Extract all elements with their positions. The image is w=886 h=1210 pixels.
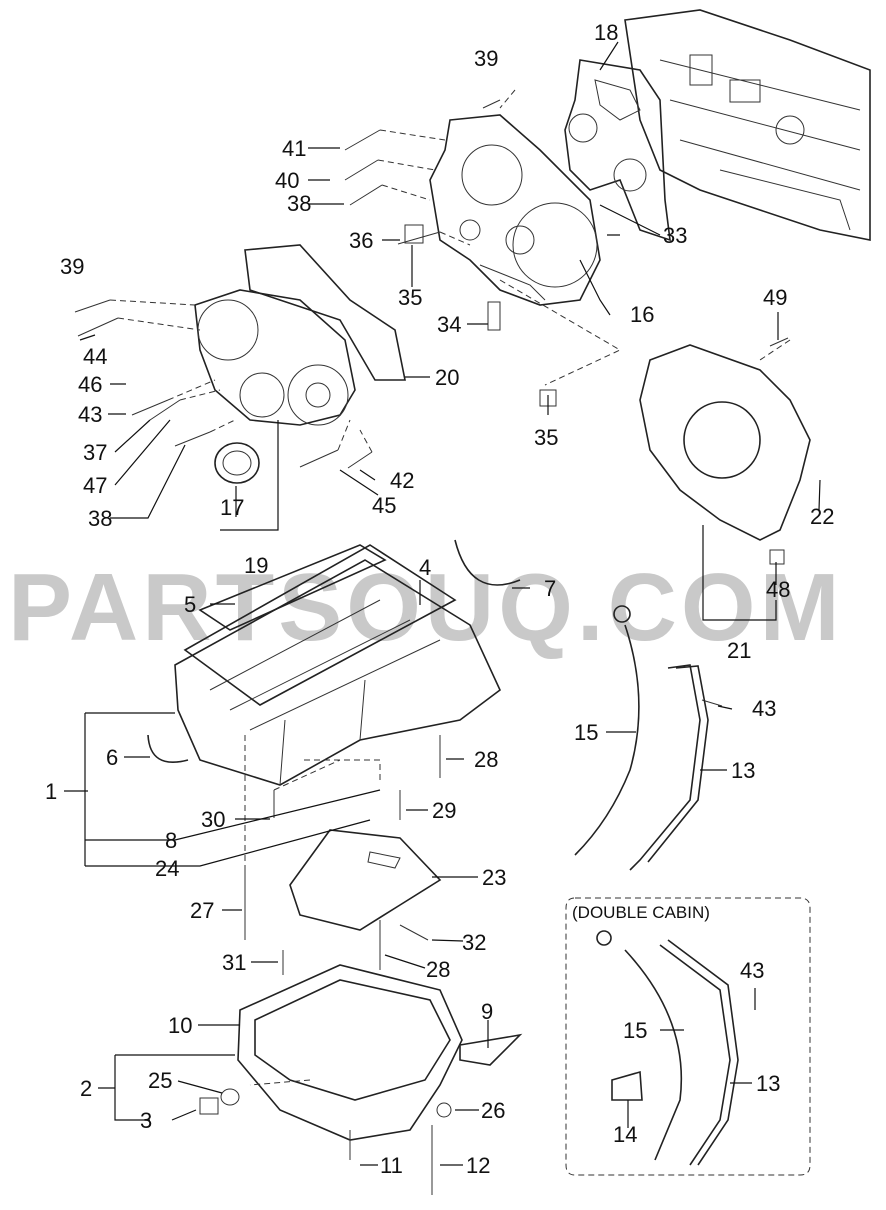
callout-25: 25: [148, 1068, 172, 1093]
callout-13: 13: [731, 758, 755, 783]
watermark-text: PARTSOUQ.COM: [8, 554, 844, 661]
callout-15: 15: [623, 1018, 647, 1043]
flywheel-housing-plate-21: [639, 344, 811, 541]
callout-4: 4: [419, 555, 431, 580]
callout-10: 10: [168, 1013, 192, 1038]
callout-5: 5: [184, 592, 196, 617]
callout-38: 38: [88, 506, 112, 531]
callout-6: 6: [106, 745, 118, 770]
double-cabin-inset-border: [565, 897, 811, 1176]
callout-22: 22: [810, 504, 834, 529]
callout-3: 3: [140, 1108, 152, 1133]
callout-1: 1: [45, 779, 57, 804]
front-cover-20: [194, 244, 406, 426]
callout-27: 27: [190, 898, 214, 923]
callout-28: 28: [426, 957, 450, 982]
callout-43: 43: [740, 958, 764, 983]
callout-15: 15: [574, 720, 598, 745]
callout-24: 24: [155, 856, 179, 881]
fasteners: [74, 99, 789, 1195]
assembly-dashed-lines: [109, 89, 791, 1086]
oil-baffle-23: [289, 829, 442, 931]
callout-38: 38: [287, 191, 311, 216]
callout-2: 2: [80, 1076, 92, 1101]
rear-plate-gasket-18: [564, 59, 671, 242]
callout-16: 16: [630, 302, 654, 327]
callout-18: 18: [594, 20, 618, 45]
callout-12: 12: [466, 1153, 490, 1178]
callout-47: 47: [83, 473, 107, 498]
callout-13: 13: [756, 1071, 780, 1096]
callout-39: 39: [474, 46, 498, 71]
callout-labels: 18 39 41 40 38 36 33 35 34 16 39 44 46 2…: [45, 20, 834, 1178]
seal-6: [147, 734, 189, 764]
callout-23: 23: [482, 865, 506, 890]
callout-30: 30: [201, 807, 225, 832]
callout-45: 45: [372, 493, 396, 518]
callout-7: 7: [544, 576, 556, 601]
callout-49: 49: [763, 285, 787, 310]
callout-37: 37: [83, 440, 107, 465]
callout-48: 48: [766, 577, 790, 602]
dipstick-and-tube: [574, 605, 709, 871]
gasket-5: [198, 544, 387, 631]
callout-43: 43: [752, 696, 776, 721]
oil-pan-10: [237, 964, 523, 1141]
seal-7: [454, 539, 521, 586]
callout-41: 41: [282, 136, 306, 161]
callout-21: 21: [727, 638, 751, 663]
callout-46: 46: [78, 372, 102, 397]
callout-20: 20: [435, 365, 459, 390]
callout-31: 31: [222, 950, 246, 975]
callout-19: 19: [244, 553, 268, 578]
oil-seal-17: [214, 442, 260, 484]
callout-29: 29: [432, 798, 456, 823]
callout-17: 17: [220, 495, 244, 520]
leader-lines: [64, 41, 821, 1166]
callout-44: 44: [83, 344, 107, 369]
callout-8: 8: [165, 828, 177, 853]
callout-26: 26: [481, 1098, 505, 1123]
callout-34: 34: [437, 312, 461, 337]
callout-28: 28: [474, 747, 498, 772]
callout-35: 35: [398, 285, 422, 310]
callout-42: 42: [390, 468, 414, 493]
callout-39: 39: [60, 254, 84, 279]
double-cabin-dipstick: [596, 930, 739, 1166]
callout-33: 33: [663, 223, 687, 248]
lower-crankcase-1: [174, 544, 501, 786]
callout-9: 9: [481, 999, 493, 1024]
callout-40: 40: [275, 168, 299, 193]
callout-11: 11: [380, 1153, 403, 1178]
callout-32: 32: [462, 930, 486, 955]
callout-14: 14: [613, 1122, 637, 1147]
callout-36: 36: [349, 228, 373, 253]
inset-title: (DOUBLE CABIN): [572, 903, 710, 922]
engine-block-illustration: [624, 9, 871, 241]
gear-case-16: [429, 114, 601, 306]
callout-35: 35: [534, 425, 558, 450]
callout-43: 43: [78, 402, 102, 427]
